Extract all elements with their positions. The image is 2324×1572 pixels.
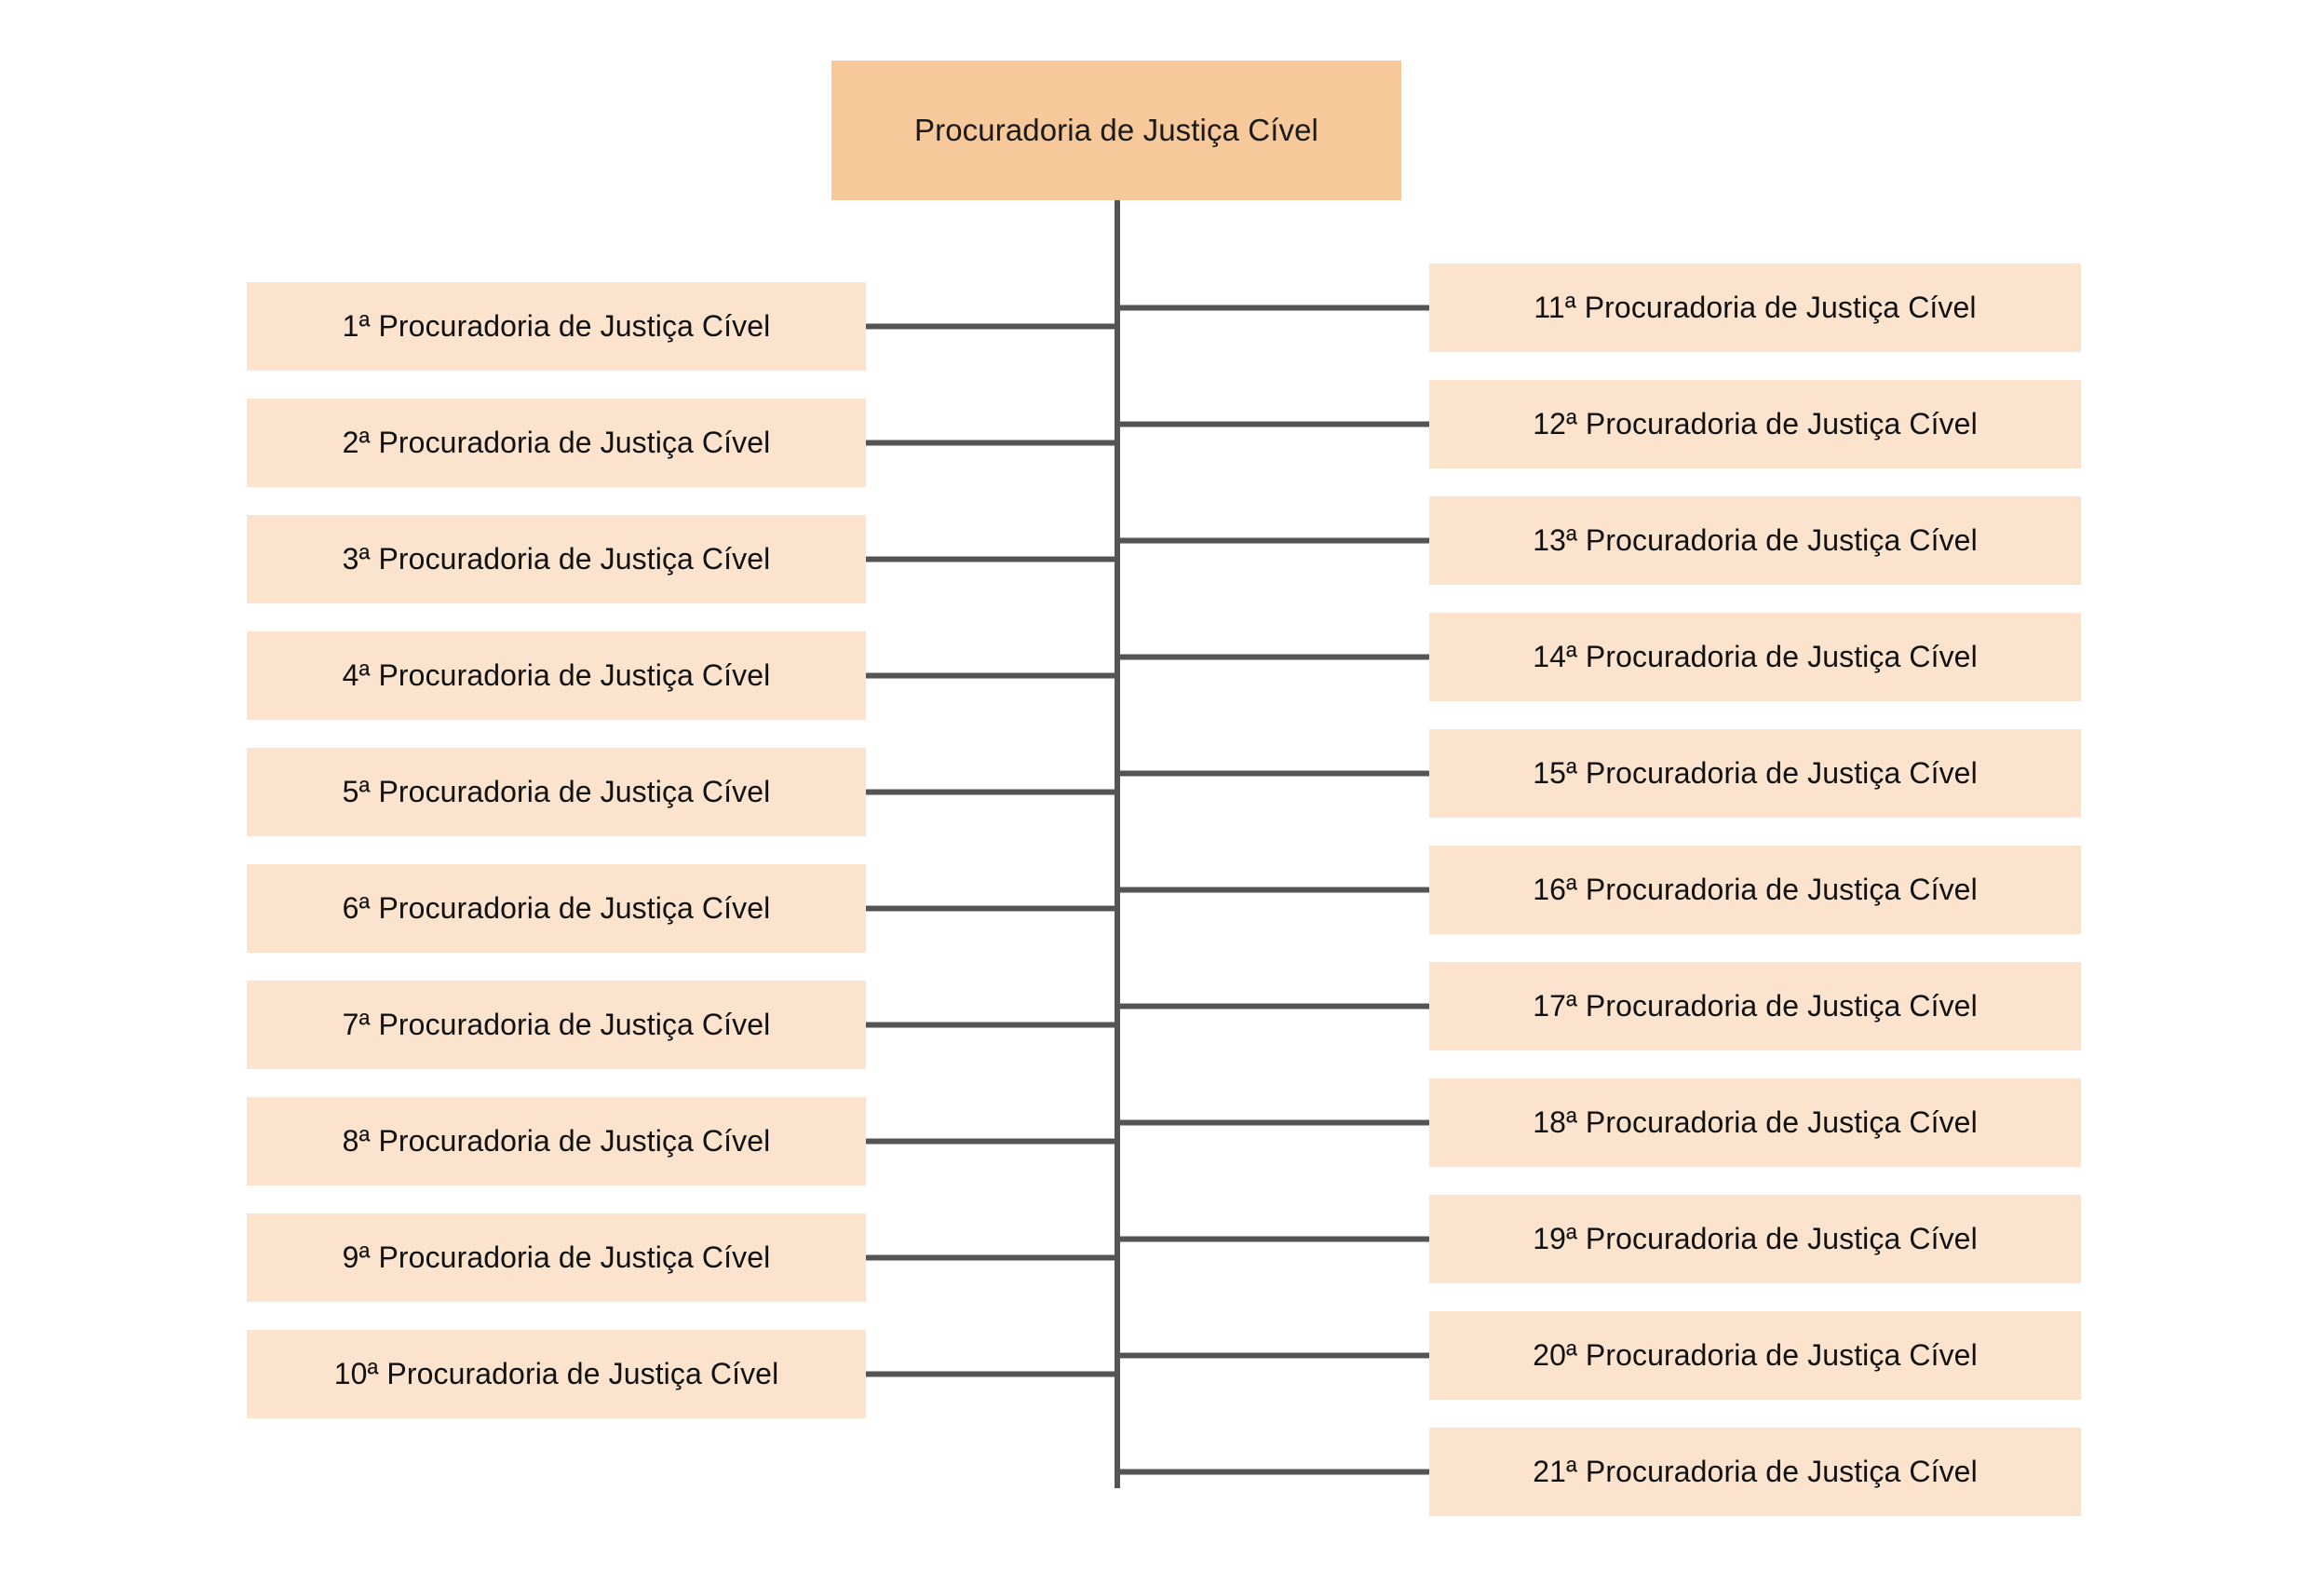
org-node-left-10[interactable]: 10ª Procuradoria de Justiça Cível	[247, 1330, 866, 1418]
root-node[interactable]: Procuradoria de Justiça Cível	[831, 61, 1401, 200]
org-node-label: 8ª Procuradoria de Justiça Cível	[342, 1124, 771, 1159]
root-node-label: Procuradoria de Justiça Cível	[914, 113, 1318, 148]
org-node-label: 1ª Procuradoria de Justiça Cível	[342, 309, 771, 344]
org-node-label: 4ª Procuradoria de Justiça Cível	[342, 658, 771, 693]
org-node-right-3[interactable]: 13ª Procuradoria de Justiça Cível	[1429, 496, 2081, 585]
org-node-left-3[interactable]: 3ª Procuradoria de Justiça Cível	[247, 515, 866, 603]
org-node-right-10[interactable]: 20ª Procuradoria de Justiça Cível	[1429, 1311, 2081, 1400]
org-node-right-8[interactable]: 18ª Procuradoria de Justiça Cível	[1429, 1078, 2081, 1167]
org-node-right-1[interactable]: 11ª Procuradoria de Justiça Cível	[1429, 264, 2081, 352]
org-node-label: 14ª Procuradoria de Justiça Cível	[1533, 640, 1978, 674]
org-node-label: 18ª Procuradoria de Justiça Cível	[1533, 1105, 1978, 1140]
org-node-right-7[interactable]: 17ª Procuradoria de Justiça Cível	[1429, 962, 2081, 1050]
org-node-label: 16ª Procuradoria de Justiça Cível	[1533, 873, 1978, 907]
org-node-right-6[interactable]: 16ª Procuradoria de Justiça Cível	[1429, 846, 2081, 934]
org-node-label: 20ª Procuradoria de Justiça Cível	[1533, 1338, 1978, 1373]
org-node-label: 15ª Procuradoria de Justiça Cível	[1533, 756, 1978, 791]
org-node-label: 13ª Procuradoria de Justiça Cível	[1533, 523, 1978, 558]
org-node-label: 21ª Procuradoria de Justiça Cível	[1533, 1455, 1978, 1489]
org-node-right-4[interactable]: 14ª Procuradoria de Justiça Cível	[1429, 613, 2081, 701]
org-node-right-9[interactable]: 19ª Procuradoria de Justiça Cível	[1429, 1195, 2081, 1283]
org-node-label: 11ª Procuradoria de Justiça Cível	[1534, 291, 1977, 325]
org-node-left-8[interactable]: 8ª Procuradoria de Justiça Cível	[247, 1097, 866, 1186]
org-node-right-2[interactable]: 12ª Procuradoria de Justiça Cível	[1429, 380, 2081, 468]
org-node-left-4[interactable]: 4ª Procuradoria de Justiça Cível	[247, 631, 866, 720]
org-node-label: 9ª Procuradoria de Justiça Cível	[342, 1240, 771, 1275]
org-node-left-5[interactable]: 5ª Procuradoria de Justiça Cível	[247, 748, 866, 836]
org-node-label: 2ª Procuradoria de Justiça Cível	[342, 426, 771, 460]
org-node-label: 3ª Procuradoria de Justiça Cível	[342, 542, 771, 576]
org-node-left-7[interactable]: 7ª Procuradoria de Justiça Cível	[247, 981, 866, 1069]
org-node-right-5[interactable]: 15ª Procuradoria de Justiça Cível	[1429, 729, 2081, 818]
org-node-label: 6ª Procuradoria de Justiça Cível	[342, 891, 771, 926]
org-node-label: 19ª Procuradoria de Justiça Cível	[1533, 1222, 1978, 1256]
org-node-label: 12ª Procuradoria de Justiça Cível	[1533, 407, 1978, 441]
org-node-label: 7ª Procuradoria de Justiça Cível	[342, 1008, 771, 1042]
org-node-label: 10ª Procuradoria de Justiça Cível	[333, 1357, 779, 1391]
org-node-label: 17ª Procuradoria de Justiça Cível	[1533, 989, 1978, 1023]
org-node-left-2[interactable]: 2ª Procuradoria de Justiça Cível	[247, 399, 866, 487]
org-node-left-9[interactable]: 9ª Procuradoria de Justiça Cível	[247, 1213, 866, 1302]
org-node-left-1[interactable]: 1ª Procuradoria de Justiça Cível	[247, 282, 866, 371]
org-node-right-11[interactable]: 21ª Procuradoria de Justiça Cível	[1429, 1428, 2081, 1516]
org-node-label: 5ª Procuradoria de Justiça Cível	[342, 775, 771, 809]
org-node-left-6[interactable]: 6ª Procuradoria de Justiça Cível	[247, 864, 866, 953]
